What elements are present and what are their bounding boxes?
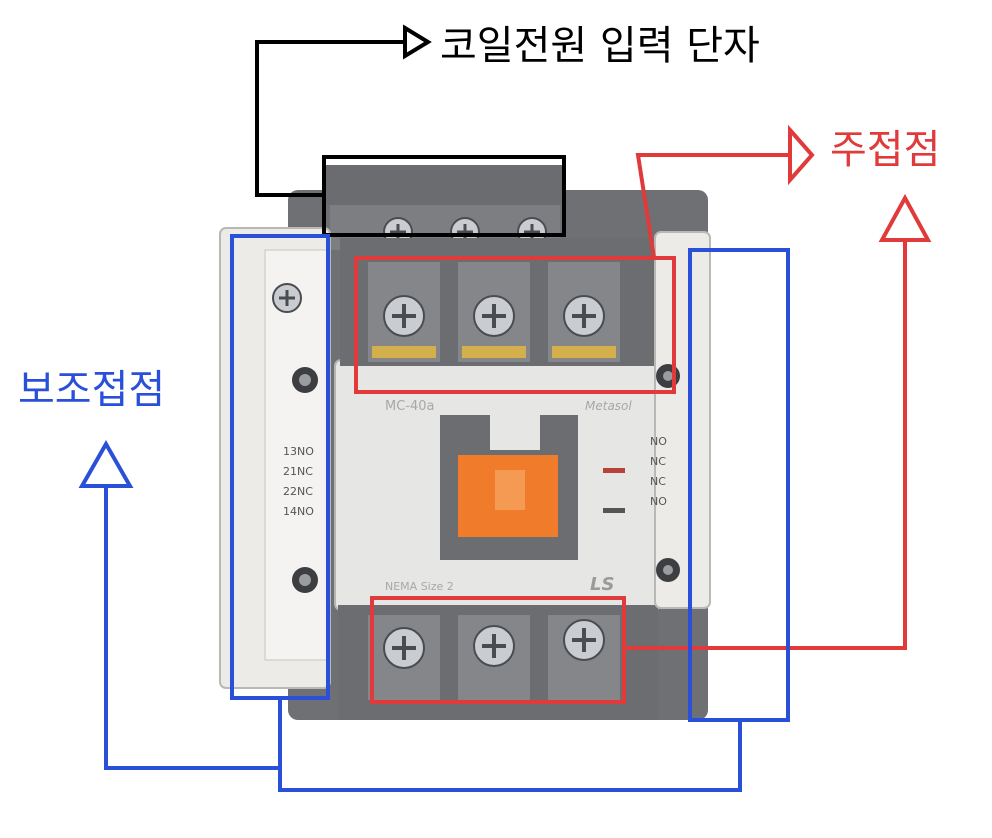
ls-logo: LS bbox=[590, 574, 614, 595]
main-bottom-pointer bbox=[624, 240, 907, 650]
right-aux-label: NC bbox=[650, 475, 666, 488]
coil-annotation bbox=[255, 24, 566, 237]
left-aux-label: 21NC bbox=[283, 465, 313, 478]
main-contacts-label: 주접점 bbox=[830, 127, 941, 173]
right-aux-labels: NO NC NC NO bbox=[650, 435, 667, 508]
main-top-arrowhead bbox=[788, 124, 815, 186]
main-top-pointer bbox=[635, 153, 790, 259]
aux-left-pointer bbox=[104, 486, 282, 770]
aux-arrowhead bbox=[78, 439, 134, 488]
main-top-box bbox=[354, 256, 676, 394]
left-aux-label: 13NO bbox=[283, 445, 314, 458]
nema-text: NEMA Size 2 bbox=[385, 580, 454, 593]
model-text: MC-40a bbox=[385, 399, 435, 414]
coil-terminal-label: 코일전원 입력 단자 bbox=[440, 23, 760, 69]
right-aux-label: NO bbox=[650, 495, 667, 508]
top-main-terminals bbox=[368, 262, 620, 362]
coil-pointer-line bbox=[255, 40, 405, 197]
left-aux-label: 14NO bbox=[283, 505, 314, 518]
actuator bbox=[440, 415, 578, 560]
right-aux-block bbox=[654, 231, 711, 609]
left-aux-label: 22NC bbox=[283, 485, 313, 498]
contactor-illustration: MC-40a Metasol LS NEMA Size 2 bbox=[219, 165, 711, 720]
aux-annotation bbox=[78, 234, 790, 792]
main-annotation bbox=[354, 124, 932, 704]
brand-text: Metasol bbox=[585, 399, 632, 413]
coil-arrowhead bbox=[403, 24, 432, 60]
bottom-main-terminals bbox=[368, 615, 620, 700]
right-aux-label: NO bbox=[650, 435, 667, 448]
aux-contacts-label: 보조접점 bbox=[18, 367, 166, 413]
aux-right-pointer bbox=[278, 720, 742, 792]
left-aux-block bbox=[219, 227, 331, 689]
main-bottom-arrowhead bbox=[878, 193, 932, 242]
left-aux-labels: 13NO 21NC 22NC 14NO bbox=[283, 445, 314, 518]
right-aux-label: NC bbox=[650, 455, 666, 468]
